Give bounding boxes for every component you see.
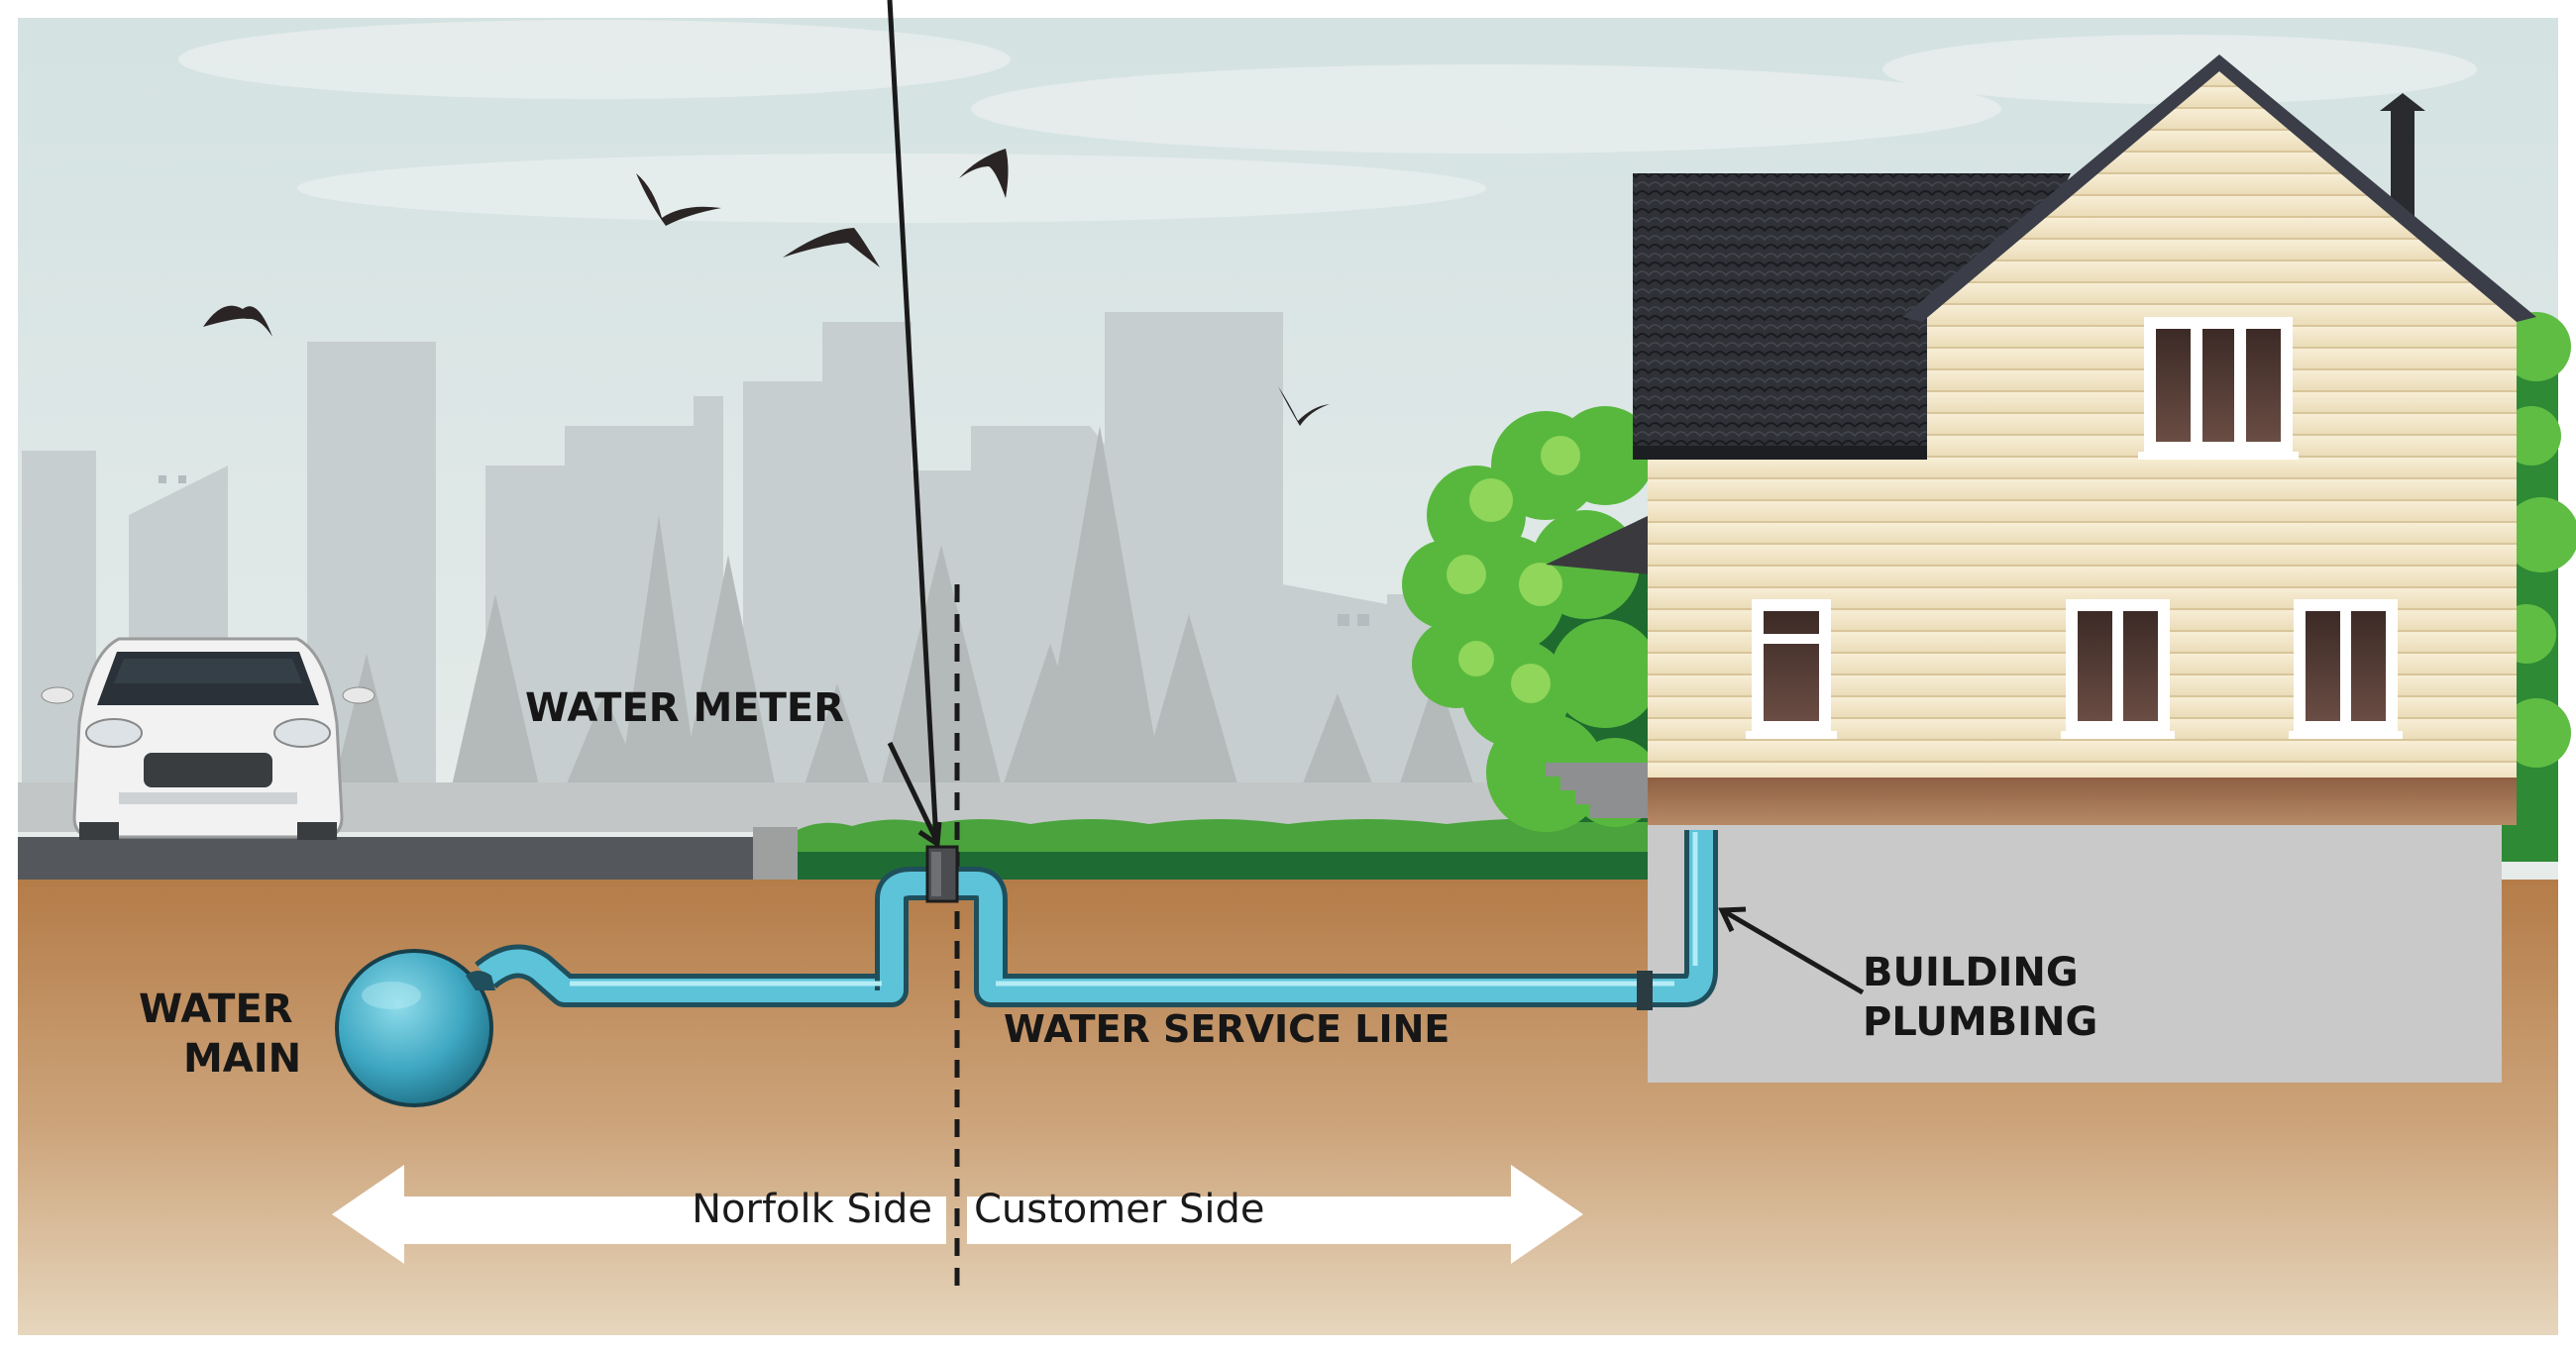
tree-icon bbox=[1402, 406, 1660, 832]
customer-side-arrow bbox=[967, 1165, 1583, 1264]
window bbox=[2061, 599, 2175, 739]
building-plumbing-label-line2: PLUMBING bbox=[1863, 999, 2097, 1045]
window bbox=[1746, 599, 1837, 739]
water-main-label-line1: WATER bbox=[139, 987, 293, 1032]
customer-side-label: Customer Side bbox=[974, 1187, 1265, 1232]
house-icon bbox=[1546, 54, 2536, 825]
water-pipes bbox=[475, 830, 1718, 1010]
norfolk-side-label: Norfolk Side bbox=[692, 1187, 932, 1232]
water-main-pipe bbox=[335, 949, 495, 1107]
car-icon bbox=[41, 637, 376, 840]
water-meter-label: WATER METER bbox=[525, 685, 844, 731]
window bbox=[2138, 317, 2299, 460]
service-line-label: WATER SERVICE LINE bbox=[1004, 1007, 1449, 1051]
clouds bbox=[178, 20, 2477, 223]
skyline-windows bbox=[159, 475, 1369, 626]
bird-icon bbox=[959, 149, 1009, 198]
road bbox=[18, 837, 783, 880]
bird-icon bbox=[783, 228, 880, 267]
window bbox=[2289, 599, 2403, 739]
curb bbox=[753, 827, 798, 880]
pointer-arrows bbox=[887, 0, 1865, 995]
birds bbox=[203, 149, 1330, 426]
norfolk-side-arrow bbox=[332, 1165, 946, 1264]
bird-icon bbox=[203, 305, 272, 337]
water-meter-icon bbox=[925, 845, 959, 903]
building-plumbing-label-line1: BUILDING bbox=[1863, 950, 2079, 995]
bird-icon bbox=[1278, 386, 1330, 426]
water-main-label-line2: MAIN bbox=[183, 1036, 301, 1082]
side-arrows bbox=[332, 1165, 1583, 1264]
grass bbox=[798, 818, 1652, 852]
bird-icon bbox=[636, 173, 721, 226]
